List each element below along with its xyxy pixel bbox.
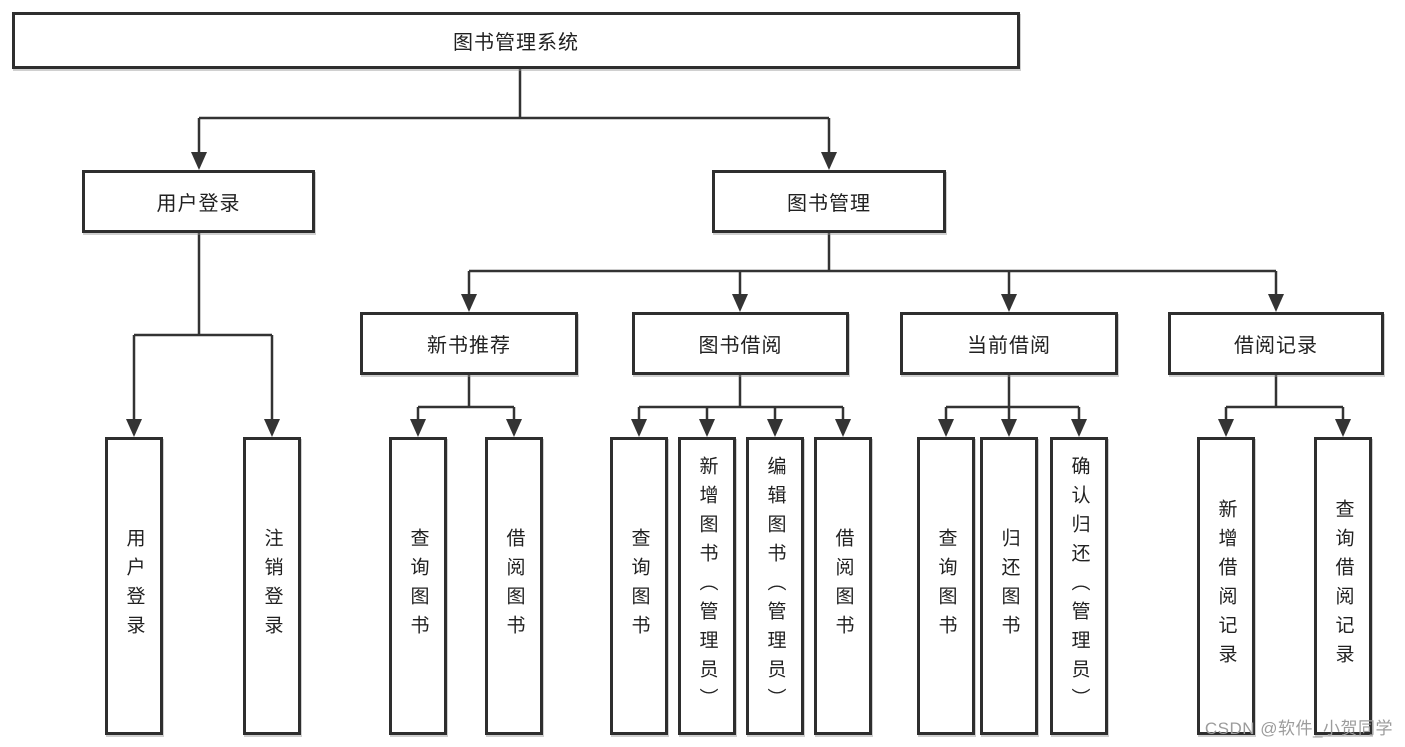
connector-root-to-level2 xyxy=(197,69,831,153)
node-library-management-system: 图书管理系统 xyxy=(12,12,1020,69)
leaf-label: 新增借阅记录 xyxy=(1215,499,1237,673)
arrowhead-leaf xyxy=(631,419,647,437)
leaf-label: 借阅图书 xyxy=(832,528,854,644)
leaf-label: 查询借阅记录 xyxy=(1332,499,1354,673)
arrowhead-book-borrow xyxy=(732,294,748,312)
connector-bookmgmt-to-level3 xyxy=(467,233,1278,295)
connector-userlogin-to-leaves xyxy=(132,233,274,420)
node-label: 图书借阅 xyxy=(698,335,783,357)
arrowhead-leaf xyxy=(835,419,851,437)
arrowhead-leaf xyxy=(1218,419,1234,437)
node-label: 借阅记录 xyxy=(1234,335,1318,357)
leaf-user-login: 用户登录 xyxy=(105,437,163,735)
leaf-add-book-admin: 新增图书（管理员） xyxy=(678,437,736,735)
leaf-label: 新增图书（管理员） xyxy=(696,455,718,717)
node-book-borrow: 图书借阅 xyxy=(632,312,849,375)
node-label: 当前借阅 xyxy=(967,335,1051,357)
arrowhead-leaf xyxy=(506,419,522,437)
node-borrow-record: 借阅记录 xyxy=(1168,312,1384,375)
connector-borrowrecord-to-leaves xyxy=(1224,375,1345,420)
leaf-label: 查询图书 xyxy=(935,528,957,644)
arrowhead-leaf xyxy=(410,419,426,437)
leaf-add-borrow-record: 新增借阅记录 xyxy=(1197,437,1255,735)
connector-currentborrow-to-leaves xyxy=(944,375,1081,420)
leaf-borrow-book: 借阅图书 xyxy=(814,437,872,735)
connector-newbook-to-leaves xyxy=(416,375,516,420)
connector-bookborrow-to-leaves xyxy=(637,375,845,420)
arrowhead-leaf xyxy=(1001,419,1017,437)
leaf-label: 编辑图书（管理员） xyxy=(764,455,786,717)
leaf-label: 查询图书 xyxy=(628,528,650,644)
leaf-query-borrow-record: 查询借阅记录 xyxy=(1314,437,1372,735)
arrowhead-leaf xyxy=(938,419,954,437)
leaf-query-book-borrow: 查询图书 xyxy=(610,437,668,735)
arrowhead-new-book xyxy=(461,294,477,312)
arrowhead-leaf xyxy=(1071,419,1087,437)
arrowhead-book-management xyxy=(821,152,837,170)
leaf-return-book: 归还图书 xyxy=(980,437,1038,735)
node-book-management: 图书管理 xyxy=(712,170,946,233)
node-label: 图书管理系统 xyxy=(453,32,579,54)
leaf-label: 确认归还（管理员） xyxy=(1068,455,1090,717)
arrowhead-current-borrow xyxy=(1001,294,1017,312)
csdn-watermark: CSDN @软件_小贺同学 xyxy=(1204,719,1393,738)
node-label: 用户登录 xyxy=(156,193,241,215)
leaf-borrow-book-recommend: 借阅图书 xyxy=(485,437,543,735)
leaf-logout: 注销登录 xyxy=(243,437,301,735)
node-label: 新书推荐 xyxy=(427,335,511,357)
leaf-label: 注销登录 xyxy=(261,528,283,644)
leaf-label: 借阅图书 xyxy=(503,528,525,644)
leaf-confirm-return-admin: 确认归还（管理员） xyxy=(1050,437,1108,735)
leaf-label: 查询图书 xyxy=(407,528,429,644)
node-current-borrow: 当前借阅 xyxy=(900,312,1118,375)
leaf-query-book-current: 查询图书 xyxy=(917,437,975,735)
arrowhead-user-login xyxy=(191,152,207,170)
arrowhead-leaf xyxy=(1335,419,1351,437)
arrowhead-leaf-logout xyxy=(264,419,280,437)
node-label: 图书管理 xyxy=(787,193,871,215)
node-user-login: 用户登录 xyxy=(82,170,315,233)
leaf-label: 用户登录 xyxy=(123,528,145,644)
node-new-book-recommend: 新书推荐 xyxy=(360,312,578,375)
leaf-label: 归还图书 xyxy=(998,528,1020,644)
leaf-edit-book-admin: 编辑图书（管理员） xyxy=(746,437,804,735)
arrowhead-leaf xyxy=(699,419,715,437)
leaf-query-book-recommend: 查询图书 xyxy=(389,437,447,735)
arrowhead-borrow-record xyxy=(1268,294,1284,312)
arrowhead-leaf-login xyxy=(126,419,142,437)
arrowhead-leaf xyxy=(767,419,783,437)
